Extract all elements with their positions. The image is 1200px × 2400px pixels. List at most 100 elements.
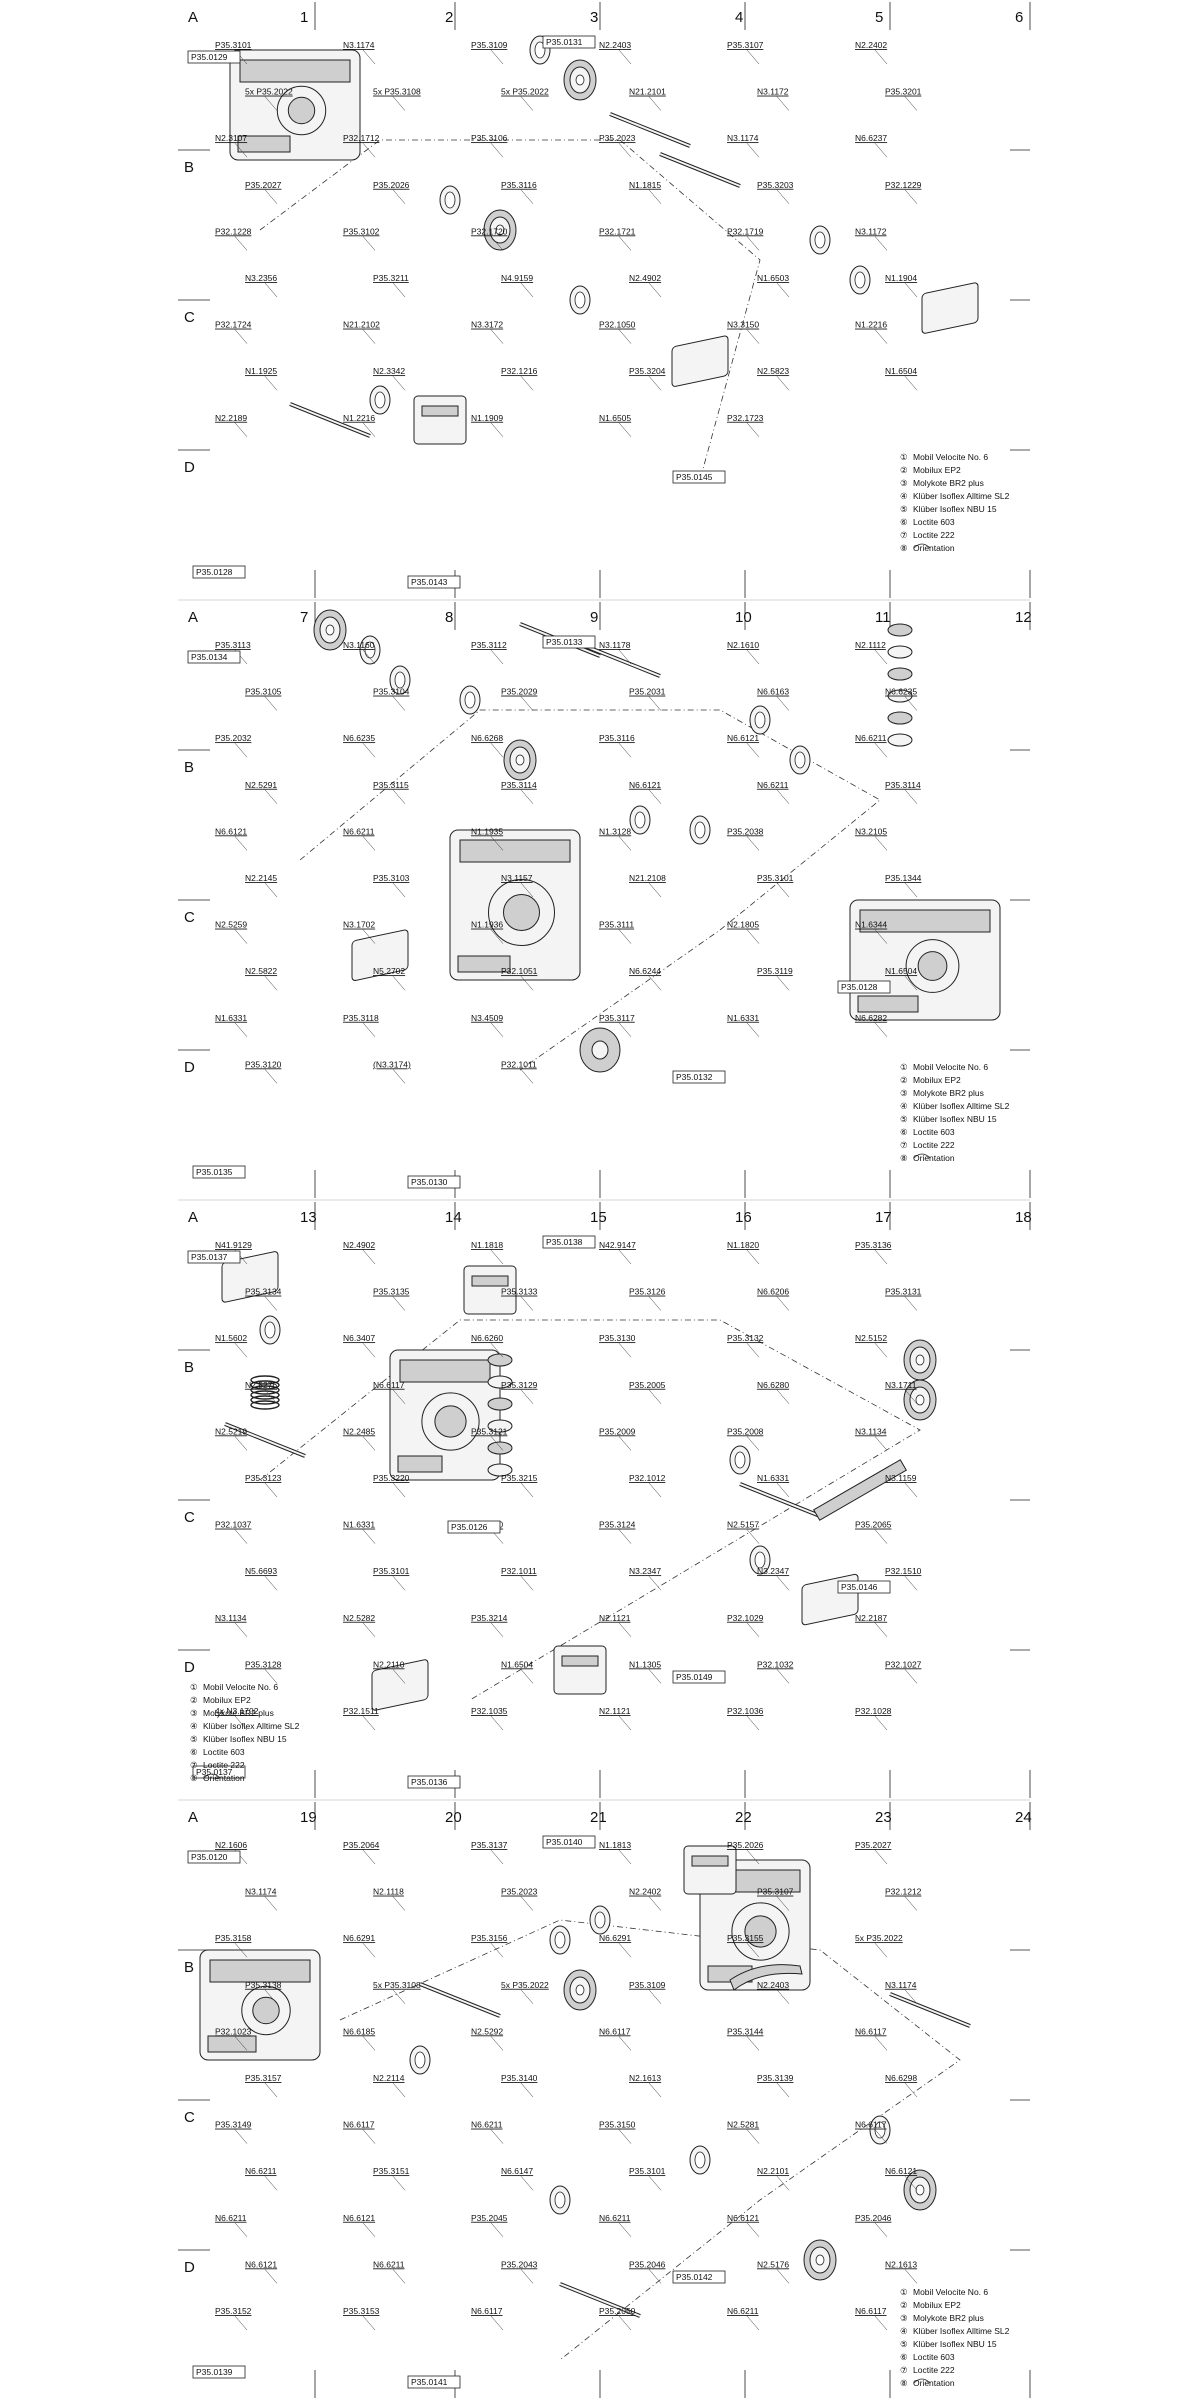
ring-part xyxy=(849,265,871,295)
reference-box: P35.0134 xyxy=(187,650,241,664)
part-number-label: N3.1159 xyxy=(885,1473,917,1483)
reference-box-frame xyxy=(192,565,246,579)
leader-line xyxy=(392,696,406,711)
grid-column-label: 13 xyxy=(300,1209,317,1226)
part-number-label: N1.6331 xyxy=(343,1520,375,1530)
part-number-label: N2.5152 xyxy=(855,1333,887,1343)
part-number-label: P35.2023 xyxy=(501,1887,538,1897)
leader-line xyxy=(618,2315,632,2331)
leader-line xyxy=(776,976,790,991)
ring-part xyxy=(749,705,771,735)
reference-number: P35.0132 xyxy=(676,1072,713,1082)
leader-line xyxy=(362,2036,376,2051)
part-number-label: N2.4902 xyxy=(629,273,661,283)
block-part xyxy=(463,1265,517,1315)
ring-inner xyxy=(874,2121,886,2139)
leader-line xyxy=(746,236,760,251)
part-number-label: P35.3101 xyxy=(373,1566,410,1576)
leader-line xyxy=(648,1389,662,1404)
ring-inner xyxy=(594,1911,606,1929)
gear-part xyxy=(903,1379,937,1421)
part-number-label: N6.6117 xyxy=(855,2120,887,2130)
reference-box: P35.0138 xyxy=(542,1235,596,1249)
leader-line xyxy=(648,2176,662,2191)
part-number-label: N6.6291 xyxy=(343,1933,375,1943)
part-number-label: N3.2347 xyxy=(629,1566,661,1576)
part-number-label: P32.1510 xyxy=(885,1566,922,1576)
leader-line xyxy=(874,329,888,344)
part-number-label: N2.5822 xyxy=(245,966,277,976)
leader-line xyxy=(648,1576,662,1591)
part-number-label: P32.1027 xyxy=(885,1659,922,1669)
part-number-label: N2.1805 xyxy=(727,920,759,930)
leader-line xyxy=(520,789,534,804)
part-number-label: N3.1157 xyxy=(501,873,533,883)
reference-box-frame xyxy=(837,980,891,994)
leader-line xyxy=(618,1943,632,1958)
leader-line xyxy=(264,1669,278,1684)
reference-box-frame xyxy=(672,2270,726,2284)
legend-marker: ① xyxy=(190,1682,198,1692)
reference-box: P35.0129 xyxy=(187,50,241,64)
leader-line xyxy=(234,1715,248,1731)
reference-box-frame xyxy=(192,1765,246,1779)
leader-line xyxy=(234,422,248,437)
part-number-label: P35.2009 xyxy=(599,1426,636,1436)
leader-line xyxy=(362,1249,376,1265)
grid-column-label: 5 xyxy=(875,9,883,26)
part-number-label: P35.3121 xyxy=(471,1426,508,1436)
leader-line xyxy=(618,49,632,65)
block-body xyxy=(413,395,467,445)
legend-marker: ⑤ xyxy=(900,1114,908,1124)
ring-part xyxy=(439,185,461,215)
leader-line xyxy=(392,882,406,898)
gear-part xyxy=(313,609,347,651)
leader-line xyxy=(392,1069,406,1084)
part-number-label: 5x P35.3108 xyxy=(373,87,421,97)
part-number-label: P35.3135 xyxy=(373,1287,410,1297)
ring-part xyxy=(589,1905,611,1935)
reference-box: P35.0130 xyxy=(407,1175,461,1189)
grid-column-label: 9 xyxy=(590,609,598,626)
leader-line xyxy=(234,743,248,758)
legend-item: Orientation xyxy=(913,2378,955,2388)
stack-element xyxy=(487,1463,513,1477)
plate-part xyxy=(221,1251,279,1303)
part-number-label: P35.3150 xyxy=(599,2120,636,2130)
part-number-label: N21.2102 xyxy=(343,320,380,330)
housing-foot xyxy=(237,135,291,153)
orientation-arrow-icon xyxy=(913,1153,931,1159)
part-number-label: N21.2108 xyxy=(629,873,666,883)
ring-inner xyxy=(854,271,866,289)
leader-line xyxy=(520,696,534,711)
part-number-label: N1.2216 xyxy=(343,413,375,423)
legend-item: Mobil Velocite No. 6 xyxy=(203,1682,278,1692)
leader-line xyxy=(234,2129,248,2144)
reference-box: P35.0136 xyxy=(407,1775,461,1789)
part-number-label: P32.1723 xyxy=(727,413,764,423)
ring-inner xyxy=(694,821,706,839)
ring-inner xyxy=(634,811,646,829)
reference-number: P35.0129 xyxy=(191,52,228,62)
reference-box: P35.0137 xyxy=(192,1765,246,1779)
leader-line xyxy=(618,143,632,158)
leader-line xyxy=(776,882,790,898)
leader-line xyxy=(648,1989,662,2004)
part-number-label: P35.3116 xyxy=(501,180,537,190)
leader-line xyxy=(392,189,406,204)
part-number-label: N3.1160 xyxy=(343,640,375,650)
legend-item: Orientation xyxy=(913,1153,955,1163)
leader-line xyxy=(776,376,790,391)
leader-line xyxy=(520,976,534,991)
leader-line xyxy=(490,2129,504,2144)
part-number-label: P35.3103 xyxy=(373,873,410,883)
leader-line xyxy=(746,1343,760,1358)
part-number-label: P32.1511 xyxy=(343,1706,379,1716)
leader-line xyxy=(520,882,534,898)
leader-line xyxy=(904,96,918,111)
reference-box: P35.0146 xyxy=(837,1580,891,1594)
reference-number: P35.0126 xyxy=(451,1522,488,1532)
leader-line xyxy=(234,236,248,251)
gear-part xyxy=(803,2239,837,2281)
leader-line xyxy=(904,189,918,204)
